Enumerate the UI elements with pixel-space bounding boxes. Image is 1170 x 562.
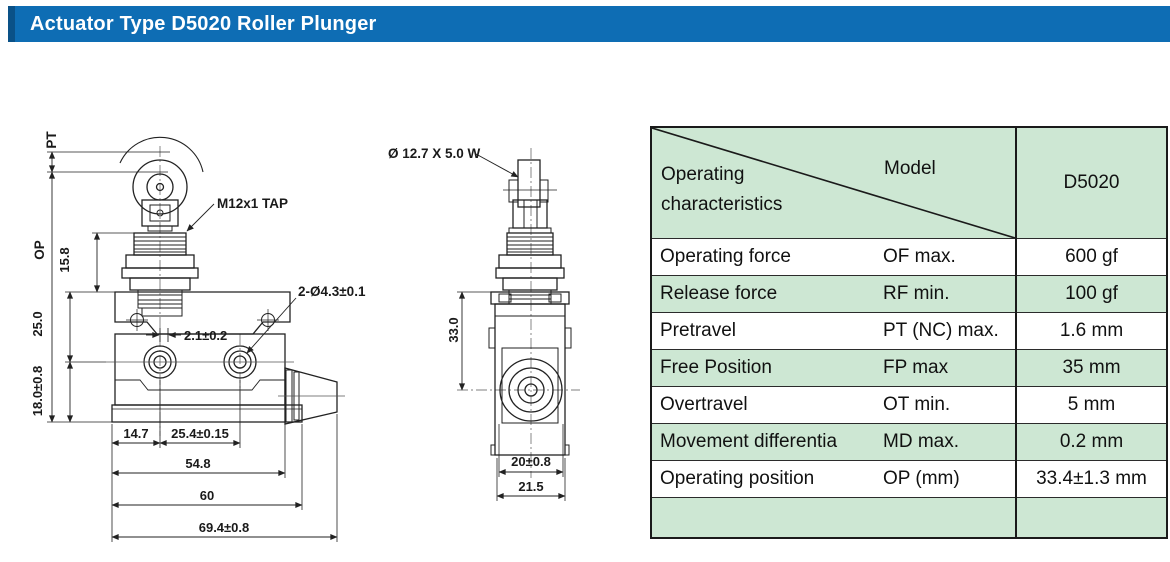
spec-value: 600 gf — [1015, 238, 1167, 276]
title-bar: Actuator Type D5020 Roller Plunger — [8, 6, 1170, 42]
spec-name: Movement differentia — [651, 423, 881, 461]
header-row-label-line1: Operating — [661, 164, 745, 185]
dim-pt-label: PT — [44, 131, 59, 149]
table-row: Pretravel PT (NC) max. 1.6 mm — [651, 312, 1167, 350]
spec-name: Release force — [651, 275, 881, 313]
spec-name: Overtravel — [651, 386, 881, 424]
empty-cell — [1015, 497, 1167, 538]
dim-18-0: 18.0±0.8 — [30, 366, 45, 417]
spec-name: Pretravel — [651, 312, 881, 350]
spec-abbr: RF min. — [881, 275, 1016, 313]
spec-name: Operating position — [651, 460, 881, 498]
header-row-label-line2: characteristics — [661, 194, 783, 215]
dim-21-5: 21.5 — [518, 479, 543, 494]
dim-2-1: 2.1±0.2 — [184, 328, 227, 343]
dim-33-0: 33.0 — [446, 317, 461, 342]
table-row: Overtravel OT min. 5 mm — [651, 386, 1167, 424]
table-row: Operating position OP (mm) 33.4±1.3 mm — [651, 460, 1167, 498]
side-view-dimensions — [47, 151, 338, 542]
dim-69-4: 69.4±0.8 — [199, 520, 250, 535]
spec-abbr: PT (NC) max. — [881, 312, 1016, 350]
spec-abbr: OF max. — [881, 238, 1016, 276]
spec-table: Operating characteristics Model D5020 Op… — [650, 126, 1168, 539]
page-title: Actuator Type D5020 Roller Plunger — [30, 13, 377, 35]
empty-cell — [651, 497, 1016, 538]
spec-abbr: MD max. — [881, 423, 1016, 461]
table-row: Release force RF min. 100 gf — [651, 275, 1167, 313]
title-bar-accent — [8, 6, 15, 42]
table-row: Movement differentia MD max. 0.2 mm — [651, 423, 1167, 461]
label-roller-size: Ø 12.7 X 5.0 W — [388, 146, 481, 161]
table-empty-row — [651, 497, 1167, 538]
table-header-row: Operating characteristics Model D5020 — [651, 126, 1167, 239]
dim-25-4: 25.4±0.15 — [171, 426, 229, 441]
header-operating-characteristics-cell: Operating characteristics Model — [651, 126, 1016, 239]
spec-abbr: OP (mm) — [881, 460, 1016, 498]
front-view-drawing — [457, 148, 580, 478]
side-view-drawing — [106, 136, 345, 436]
dim-54-8: 54.8 — [185, 456, 210, 471]
spec-value: 33.4±1.3 mm — [1015, 460, 1167, 498]
spec-name: Operating force — [651, 238, 881, 276]
dim-20: 20±0.8 — [511, 454, 551, 469]
label-m12-tap: M12x1 TAP — [217, 196, 288, 211]
spec-value: 5 mm — [1015, 386, 1167, 424]
spec-name: Free Position — [651, 349, 881, 387]
dim-25-0: 25.0 — [30, 311, 45, 336]
spec-value: 1.6 mm — [1015, 312, 1167, 350]
spec-abbr: OT min. — [881, 386, 1016, 424]
spec-value: 100 gf — [1015, 275, 1167, 313]
header-row-label: Operating characteristics — [661, 160, 782, 220]
spec-value: 0.2 mm — [1015, 423, 1167, 461]
spec-value: 35 mm — [1015, 349, 1167, 387]
table-row: Operating force OF max. 600 gf — [651, 238, 1167, 276]
header-col-label: Model — [884, 158, 936, 179]
header-model-cell: D5020 — [1015, 126, 1167, 239]
spec-abbr: FP max — [881, 349, 1016, 387]
dim-14-7: 14.7 — [123, 426, 148, 441]
dim-60: 60 — [200, 488, 214, 503]
table-row: Free Position FP max 35 mm — [651, 349, 1167, 387]
dim-op-label: OP — [32, 240, 47, 260]
label-mounting-holes: 2-Ø4.3±0.1 — [298, 284, 366, 299]
header-diagonal-line — [652, 128, 1015, 238]
dim-15-8: 15.8 — [57, 247, 72, 272]
technical-drawing: PT OP 15.8 25.0 18.0±0.8 M12x1 TAP 2-Ø4.… — [30, 131, 580, 542]
front-view-dimensions — [457, 153, 566, 501]
